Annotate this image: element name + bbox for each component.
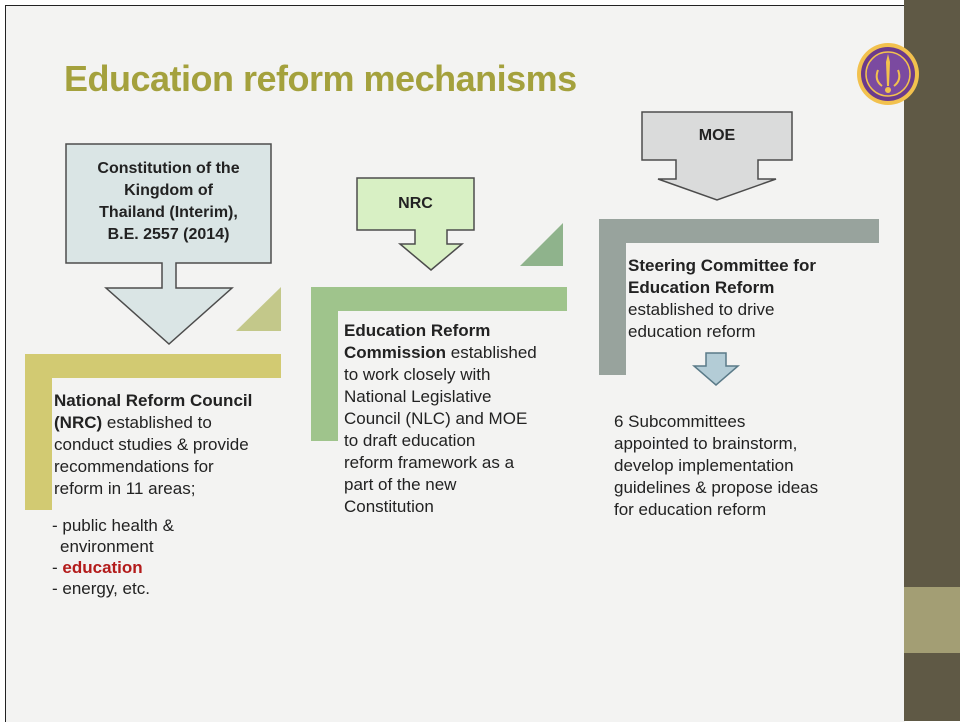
subcommittees-line-2: appointed to brainstorm, <box>614 434 798 453</box>
erc-body-line-1: to work closely with <box>344 365 491 384</box>
constitution-arrow-box <box>65 143 272 346</box>
gray-l-bracket <box>599 219 879 375</box>
down-arrow-icon <box>691 352 741 386</box>
nrc-arrow-box <box>356 177 475 271</box>
olive-corner-triangle <box>236 287 281 331</box>
green-l-bracket <box>311 287 567 441</box>
nrc-body-line-3: reform in 11 areas; <box>54 479 196 498</box>
olive-l-bracket <box>25 354 281 510</box>
nrc-box-label: NRC <box>398 195 433 212</box>
erc-description: Education Reform Commission established … <box>344 320 574 518</box>
erc-heading-line-1: Education Reform <box>344 321 491 340</box>
reform-area-item: - energy, etc. <box>52 579 150 598</box>
constitution-box-text: Constitution of the Kingdom of Thailand … <box>66 158 271 246</box>
reform-area-item: - public health & <box>52 516 174 535</box>
nrc-heading-line-2: (NRC) <box>54 413 103 432</box>
moe-box-label: MOE <box>698 127 736 144</box>
green-corner-triangle <box>520 223 563 266</box>
slide-title: Education reform mechanisms <box>64 58 577 99</box>
erc-body-line-3: Council (NLC) and MOE <box>344 409 528 428</box>
constitution-line-1: Constitution of the <box>97 160 240 177</box>
nrc-heading-line-1: National Reform Council <box>54 391 253 410</box>
erc-body-line-2: National Legislative <box>344 387 492 406</box>
erc-body-line-7: Constitution <box>344 497 434 516</box>
side-bar-accent <box>904 587 960 653</box>
nrc-description: National Reform Council (NRC) establishe… <box>54 390 294 500</box>
reform-areas-list: - public health & environment - educatio… <box>52 515 282 599</box>
reform-area-item: - education <box>52 558 143 577</box>
nrc-body-line-2: recommendations for <box>54 457 214 476</box>
subcommittees-line-1: 6 Subcommittees <box>614 412 746 431</box>
steering-body-line-1: established to drive <box>628 300 775 319</box>
steering-heading-line-1: Steering Committee for <box>628 256 816 275</box>
subcommittees-line-3: develop implementation <box>614 456 794 475</box>
subcommittees-description: 6 Subcommittees appointed to brainstorm,… <box>614 411 884 521</box>
erc-body-inline: established <box>446 343 537 362</box>
subcommittees-line-4: guidelines & propose ideas <box>614 478 819 497</box>
constitution-line-2: Kingdom of <box>124 182 213 199</box>
steering-heading-line-2: Education Reform <box>628 278 775 297</box>
erc-heading-line-2: Commission <box>344 343 447 362</box>
constitution-line-3: Thailand (Interim), <box>99 204 238 221</box>
steering-committee-description: Steering Committee for Education Reform … <box>628 255 868 343</box>
reform-area-item: environment <box>60 537 154 556</box>
subcommittees-line-5: for education reform <box>614 500 767 519</box>
nrc-body-line-1: conduct studies & provide <box>54 435 249 454</box>
constitution-line-4: B.E. 2557 (2014) <box>107 226 230 243</box>
erc-body-line-4: to draft education <box>344 431 476 450</box>
university-seal-logo <box>857 43 919 105</box>
moe-arrow-box <box>641 111 793 201</box>
nrc-body-inline: established to <box>102 413 212 432</box>
erc-body-line-6: part of the new <box>344 475 457 494</box>
steering-body-line-2: education reform <box>628 322 756 341</box>
erc-body-line-5: reform framework as a <box>344 453 515 472</box>
flow-diagram <box>25 111 879 510</box>
